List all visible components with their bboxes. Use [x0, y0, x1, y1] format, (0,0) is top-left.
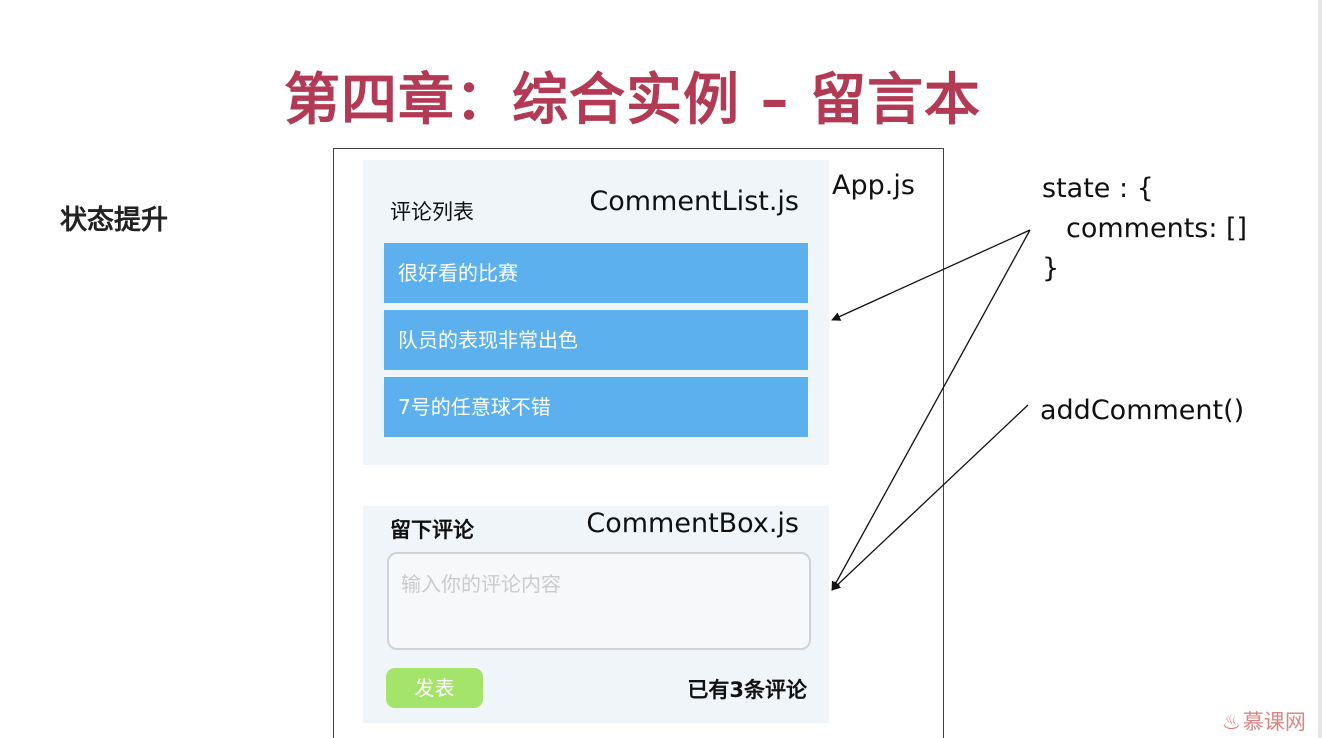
state-to-box-arrow [831, 229, 1031, 591]
comment-box-component-label: CommentBox.js [586, 508, 799, 539]
section-label: 状态提升 [60, 205, 168, 236]
comment-count: 已有3条评论 [687, 678, 807, 702]
state-to-list-arrow [831, 229, 1031, 321]
comment-list-heading: 评论列表 [390, 200, 474, 224]
state-code-line: comments: [] [1066, 213, 1248, 244]
comment-list-panel: 评论列表 CommentList.js 很好看的比赛 队员的表现非常出色 7号的… [363, 160, 829, 465]
comment-box-panel: 留下评论 CommentBox.js 输入你的评论内容 发表 已有3条评论 [363, 506, 829, 723]
slide-title: 第四章：综合实例 – 留言本 [284, 68, 981, 133]
watermark: ♨慕课网 [1222, 706, 1306, 736]
comment-list-component-label: CommentList.js [589, 186, 799, 217]
comment-box-heading: 留下评论 [390, 518, 474, 542]
app-component-label: App.js [832, 170, 915, 201]
state-code-line: } [1042, 253, 1060, 284]
comment-item: 7号的任意球不错 [384, 377, 808, 437]
slide-edge [1318, 0, 1322, 738]
comment-item: 很好看的比赛 [384, 243, 808, 303]
submit-button[interactable]: 发表 [386, 668, 483, 708]
app-frame [333, 148, 944, 738]
comment-textarea[interactable]: 输入你的评论内容 [387, 552, 811, 650]
state-code-line: state : { [1042, 173, 1154, 204]
flame-icon: ♨ [1222, 710, 1241, 734]
watermark-text: 慕课网 [1242, 710, 1306, 734]
method-to-box-arrow [831, 404, 1029, 591]
comment-item: 队员的表现非常出色 [384, 310, 808, 370]
method-label: addComment() [1040, 395, 1245, 426]
